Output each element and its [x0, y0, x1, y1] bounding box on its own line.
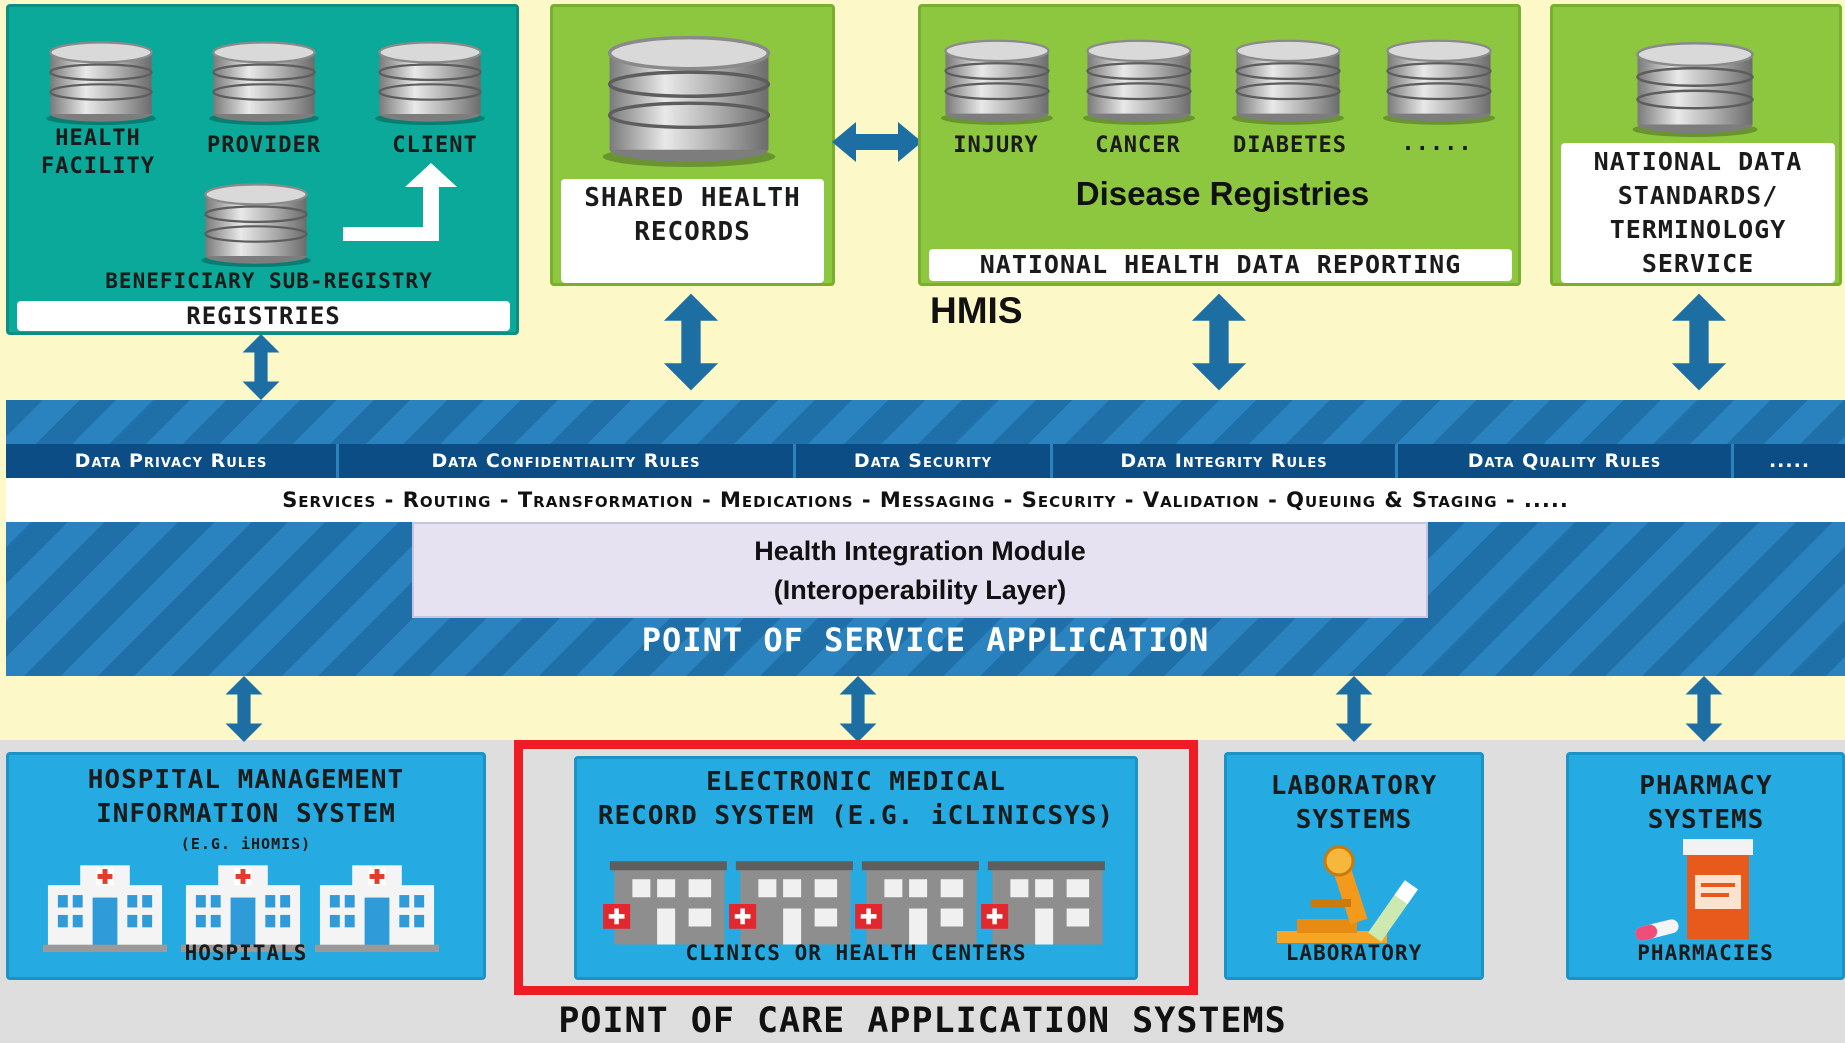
- more-label: .....: [1401, 131, 1473, 156]
- emr-panel[interactable]: ELECTRONIC MEDICAL RECORD SYSTEM (E.G. i…: [574, 756, 1138, 980]
- point-of-service-title: POINT OF SERVICE APPLICATION: [641, 621, 1210, 659]
- vertical-arrow-icon: [1670, 284, 1728, 400]
- national-health-data-reporting: NATIONAL HEALTH DATA REPORTING: [929, 249, 1512, 281]
- database-icon: [1631, 37, 1759, 137]
- shared-health-records-panel: SHARED HEALTH RECORDS: [550, 4, 835, 286]
- beneficiary-label: BENEFICIARY SUB-REGISTRY: [105, 269, 433, 293]
- registries-panel: HEALTH FACILITY PROVIDER CLIENT BENEFICI…: [6, 4, 519, 335]
- point-of-service-band: Data Privacy Rules Data Confidentiality …: [6, 400, 1845, 676]
- emr-title-line1: ELECTRONIC MEDICAL: [706, 767, 1006, 797]
- services-line: Services - Routing - Transformation - Me…: [6, 478, 1845, 522]
- vertical-arrow-icon: [216, 676, 272, 742]
- registries-footer: REGISTRIES: [17, 301, 510, 331]
- double-arrow-icon: [832, 122, 922, 162]
- pharmacies-label: PHARMACIES: [1637, 941, 1774, 965]
- hmis-label: HMIS: [930, 290, 1023, 331]
- disease-registries-title: Disease Registries: [1075, 175, 1370, 212]
- shared-health-records-label: SHARED HEALTH RECORDS: [561, 179, 824, 283]
- database-icon: [1383, 35, 1495, 125]
- cancer-label: CANCER: [1095, 133, 1181, 158]
- hospitals-label: HOSPITALS: [184, 941, 308, 965]
- rule-privacy: Data Privacy Rules: [6, 444, 339, 478]
- rule-integrity: Data Integrity Rules: [1053, 444, 1398, 478]
- terminology-label: NATIONAL DATA STANDARDS/ TERMINOLOGY SER…: [1561, 143, 1835, 283]
- him-line2: (Interoperability Layer): [773, 575, 1067, 605]
- hospital-icon: [43, 855, 167, 955]
- hmis-title-line2: INFORMATION SYSTEM: [96, 799, 396, 829]
- point-of-care-title: POINT OF CARE APPLICATION SYSTEMS: [558, 1001, 1287, 1041]
- clinic-icon: [729, 859, 853, 949]
- diabetes-label: DIABETES: [1233, 133, 1347, 158]
- rule-confidentiality: Data Confidentiality Rules: [339, 444, 796, 478]
- pill-bottle-icon: [1635, 839, 1753, 941]
- database-icon: [1083, 35, 1195, 125]
- disease-registries-panel: INJURY CANCER DIABETES ..... Disease Reg…: [918, 4, 1521, 286]
- vertical-arrow-icon: [234, 334, 288, 400]
- clinic-icon: [603, 859, 727, 949]
- database-icon: [599, 29, 779, 167]
- health-facility-label: HEALTH FACILITY: [41, 126, 155, 179]
- rule-more: .....: [1734, 444, 1845, 478]
- vertical-arrow-icon: [830, 676, 886, 742]
- database-icon: [46, 37, 156, 125]
- rule-quality: Data Quality Rules: [1398, 444, 1734, 478]
- clinic-icon: [855, 859, 979, 949]
- clinics-label: CLINICS OR HEALTH CENTERS: [685, 941, 1027, 965]
- rules-row: Data Privacy Rules Data Confidentiality …: [6, 444, 1845, 478]
- pharmacy-title: PHARMACY SYSTEMS: [1639, 771, 1773, 835]
- pharmacy-panel: PHARMACY SYSTEMS PHARMACIES: [1566, 752, 1845, 980]
- hospital-icon: [315, 855, 439, 955]
- emr-highlight-frame: [514, 740, 1198, 995]
- database-icon: [209, 37, 319, 125]
- hospital-management-panel: HOSPITAL MANAGEMENT INFORMATION SYSTEM (…: [6, 752, 486, 980]
- database-icon: [375, 37, 485, 125]
- rule-security: Data Security: [796, 444, 1053, 478]
- health-integration-module: Health Integration Module (Interoperabil…: [412, 522, 1428, 618]
- emr-title-line2: RECORD SYSTEM (E.G. iCLINICSYS): [597, 801, 1115, 831]
- laboratory-title: LABORATORY SYSTEMS: [1270, 771, 1438, 835]
- vertical-arrow-icon: [1676, 676, 1732, 742]
- provider-label: PROVIDER: [207, 133, 321, 158]
- hmis-sub: (E.G. iHOMIS): [180, 835, 312, 853]
- client-label: CLIENT: [392, 133, 478, 158]
- hospital-icon: [181, 855, 305, 955]
- database-icon: [941, 35, 1053, 125]
- laboratory-label: LABORATORY: [1285, 941, 1423, 965]
- database-icon: [1232, 35, 1344, 125]
- vertical-arrow-icon: [1190, 284, 1248, 400]
- injury-label: INJURY: [953, 133, 1039, 158]
- database-icon: [201, 179, 311, 267]
- vertical-arrow-icon: [1326, 676, 1382, 742]
- microscope-icon: [1277, 845, 1418, 943]
- clinic-icon: [981, 859, 1105, 949]
- him-line1: Health Integration Module: [754, 536, 1086, 566]
- vertical-arrow-icon: [662, 284, 720, 400]
- terminology-panel: NATIONAL DATA STANDARDS/ TERMINOLOGY SER…: [1550, 4, 1842, 286]
- laboratory-panel: LABORATORY SYSTEMS LABORATORY: [1224, 752, 1484, 980]
- bent-arrow-icon: [343, 163, 457, 241]
- hmis-title-line1: HOSPITAL MANAGEMENT: [87, 765, 405, 795]
